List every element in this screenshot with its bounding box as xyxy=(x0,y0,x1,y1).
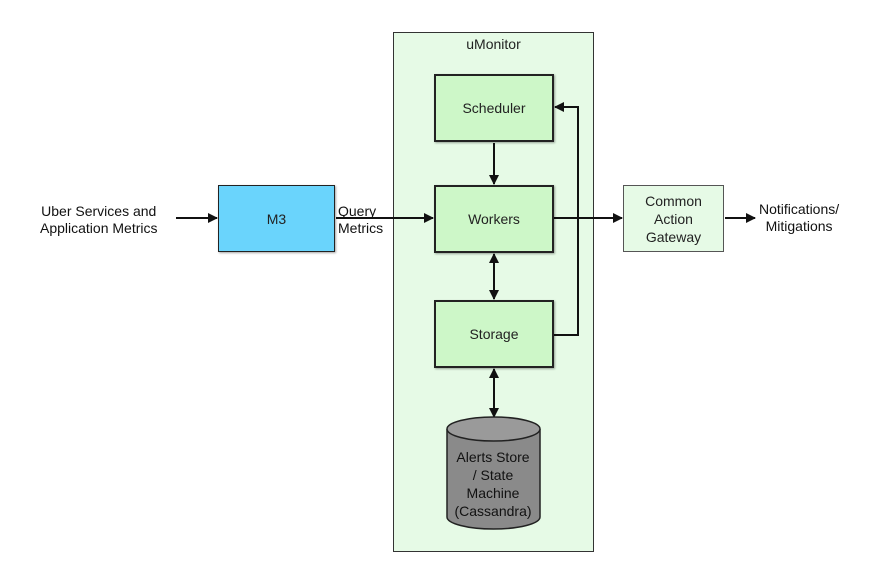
db-label-line-2: / State xyxy=(472,467,514,483)
input-label-line-1: Uber Services and xyxy=(41,203,157,219)
umonitor-title: uMonitor xyxy=(466,36,521,52)
common-action-gateway-box: Common Action Gateway xyxy=(623,185,724,252)
storage-scheduler-feedback-arrow xyxy=(554,102,579,336)
query-metrics-label: Query Metrics xyxy=(338,203,383,237)
scheduler-label: Scheduler xyxy=(462,100,526,116)
storage-label: Storage xyxy=(469,326,519,342)
query-label-line-1: Query xyxy=(338,203,377,219)
gateway-label-line-3: Gateway xyxy=(645,228,702,245)
storage-box: Storage xyxy=(434,300,554,368)
query-label-line-2: Metrics xyxy=(338,220,384,236)
scheduler-box: Scheduler xyxy=(434,74,554,142)
m3-box: M3 xyxy=(218,185,335,252)
input-label-line-2: Application Metrics xyxy=(40,220,158,236)
output-label: Notifications/ Mitigations xyxy=(759,201,839,235)
m3-label: M3 xyxy=(266,210,287,227)
gateway-label-line-1: Common xyxy=(645,192,702,209)
input-source-label: Uber Services and Application Metrics xyxy=(40,203,158,237)
db-label-line-4: (Cassandra) xyxy=(454,503,532,519)
cassandra-db-label: Alerts Store / State Machine (Cassandra) xyxy=(446,448,540,520)
workers-label: Workers xyxy=(468,211,520,227)
output-label-line-2: Mitigations xyxy=(765,218,833,234)
cassandra-db-cylinder xyxy=(446,416,541,530)
gateway-label-line-2: Action xyxy=(654,210,693,227)
workers-box: Workers xyxy=(434,185,554,253)
db-label-line-3: Machine xyxy=(466,485,520,501)
db-label-line-1: Alerts Store xyxy=(456,449,530,465)
output-label-line-1: Notifications/ xyxy=(759,201,840,217)
